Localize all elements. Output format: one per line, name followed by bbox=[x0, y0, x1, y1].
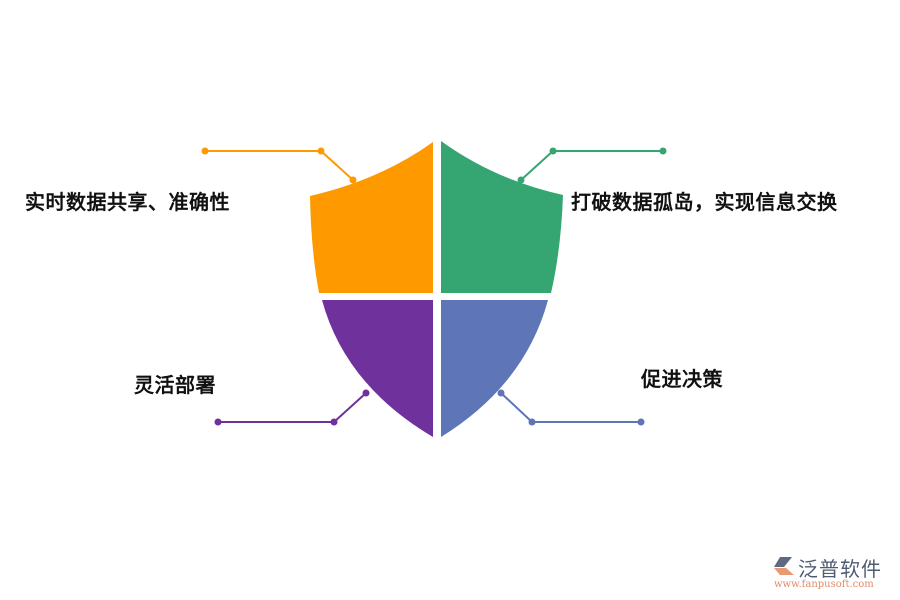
shield-quadrant-top-right bbox=[441, 141, 563, 293]
fanpu-logo-icon bbox=[774, 557, 794, 575]
connector-bottom-right bbox=[497, 389, 645, 426]
watermark-logo: 泛普软件 www.fanpusoft.com bbox=[768, 553, 896, 595]
label-top-right: 打破数据孤岛，实现信息交换 bbox=[571, 190, 838, 214]
label-top-left: 实时数据共享、准确性 bbox=[25, 190, 230, 214]
connector-top-left bbox=[201, 147, 357, 184]
shield-quadrant-bottom-right bbox=[441, 300, 548, 437]
shield-quadrant-bottom-left bbox=[322, 300, 433, 437]
label-bottom-left: 灵活部署 bbox=[134, 373, 216, 397]
shield-quadrant-top-left bbox=[310, 142, 433, 293]
watermark-brand: 泛普软件 bbox=[798, 557, 882, 581]
connector-bottom-left bbox=[214, 389, 370, 426]
connector-top-right bbox=[517, 147, 667, 184]
watermark-url: www.fanpusoft.com bbox=[774, 579, 874, 590]
label-bottom-right: 促进决策 bbox=[641, 367, 723, 391]
